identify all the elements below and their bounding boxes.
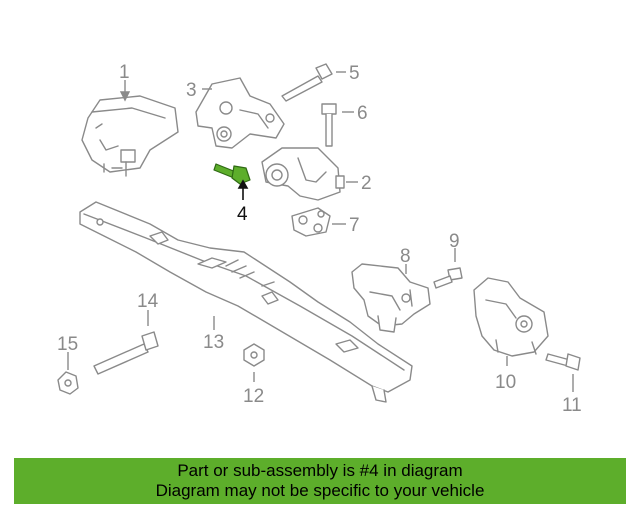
- arrow-1: [119, 91, 131, 102]
- callout-8: 8: [400, 246, 411, 267]
- callout-11: 11: [562, 395, 582, 416]
- part-1-mount-bracket: [81, 95, 179, 177]
- part-15-nut: [57, 371, 79, 395]
- callout-13: 13: [203, 332, 224, 353]
- callout-3: 3: [186, 80, 197, 101]
- part-2-mount: [261, 147, 345, 201]
- part-5-bolt: [281, 63, 333, 102]
- callout-6: 6: [357, 103, 368, 124]
- banner-line-1: Part or sub-assembly is #4 in diagram: [177, 461, 463, 480]
- callout-10: 10: [495, 372, 516, 393]
- callout-15: 15: [57, 334, 78, 355]
- callout-2: 2: [361, 173, 372, 194]
- part-3-bracket: [195, 77, 285, 149]
- callout-14: 14: [137, 291, 159, 312]
- callout-1: 1: [119, 62, 130, 83]
- parts-diagram: 1 2 3 4 5 6 7 8 9 10 11 12 13 14 15: [57, 62, 582, 416]
- diagram-notice-banner: Part or sub-assembly is #4 in diagram Di…: [14, 458, 626, 504]
- callout-4: 4: [237, 204, 248, 225]
- part-10-mount: [473, 277, 549, 357]
- callout-7: 7: [349, 215, 360, 236]
- arrow-4: [237, 179, 249, 189]
- part-6-bolt: [321, 103, 337, 147]
- part-7-bracket: [291, 207, 331, 237]
- part-4-bolt-highlighted: [213, 163, 251, 185]
- callout-9: 9: [449, 231, 460, 252]
- part-13-crossmember: [79, 201, 413, 403]
- part-8-bracket: [351, 263, 431, 333]
- part-14-bolt: [93, 331, 159, 375]
- banner-line-2: Diagram may not be specific to your vehi…: [155, 481, 485, 500]
- part-11-bolt: [545, 353, 581, 371]
- callout-5: 5: [349, 63, 360, 84]
- part-12-nut: [243, 343, 265, 367]
- part-9-bolt: [433, 267, 463, 289]
- callout-12: 12: [243, 386, 264, 407]
